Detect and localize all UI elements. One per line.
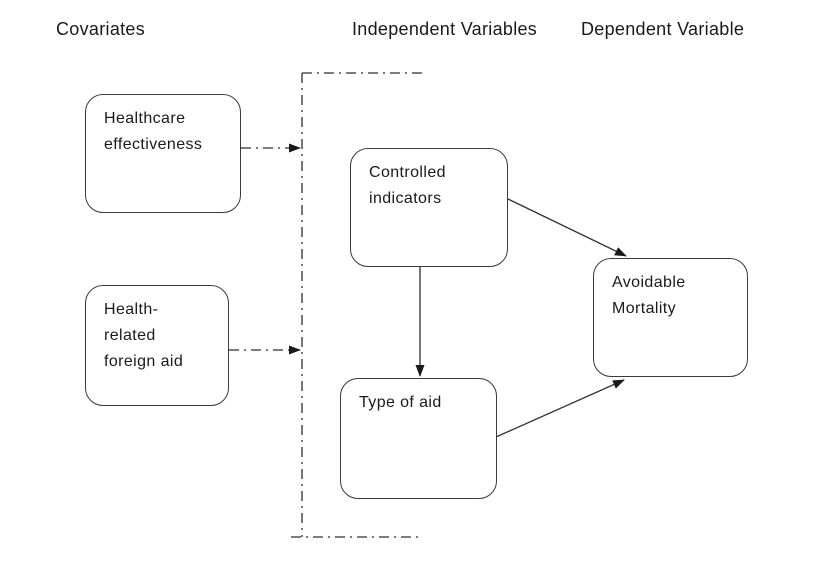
column-header-covariates: Covariates <box>56 19 146 39</box>
node-label: Health- related foreign aid <box>104 301 184 370</box>
node-label: Avoidable Mortality <box>612 274 686 317</box>
node-health-related-foreign-aid: Health- related foreign aid <box>85 285 229 406</box>
node-label: Type of aid <box>359 394 442 411</box>
node-avoidable-mortality: Avoidable Mortality <box>593 258 748 377</box>
node-controlled-indicators: Controlled indicators <box>350 148 508 267</box>
arrow-controlled-indicators-to-avoidable-mortality <box>507 198 627 257</box>
node-label: Controlled indicators <box>369 164 446 207</box>
node-type-of-aid: Type of aid <box>340 378 497 499</box>
arrow-type-of-aid-to-avoidable-mortality <box>495 379 625 438</box>
column-header-dependent-variable: Dependent Variable <box>581 19 745 39</box>
column-header-independent-variables: Independent Variables <box>352 19 538 39</box>
node-healthcare-effectiveness: Healthcare effectiveness <box>85 94 241 213</box>
node-label: Healthcare effectiveness <box>104 110 203 153</box>
